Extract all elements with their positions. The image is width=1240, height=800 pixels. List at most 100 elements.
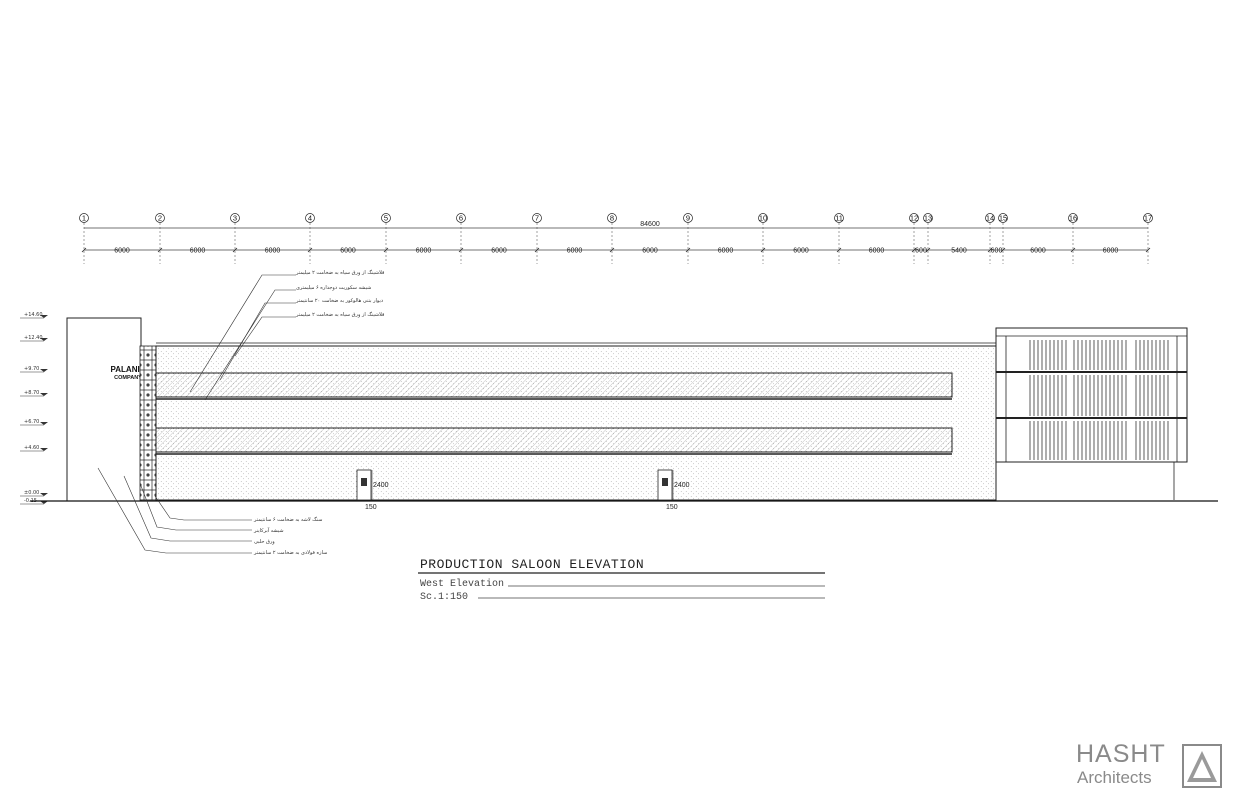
drawing-title: PRODUCTION SALOON ELEVATION: [420, 557, 644, 572]
stone-cladding-column: [139, 345, 157, 501]
grid-axis-label: 5: [384, 214, 388, 223]
grid-axis-11: 11: [834, 213, 844, 264]
level-mark: +6.70: [20, 419, 48, 426]
span-dimension: 6000: [265, 248, 281, 255]
annotation-leaders: [97, 274, 296, 554]
annotation-steel: سازه فولادی به ضخامت ۲ سانتیمتر: [253, 550, 327, 556]
grid-axis-5: 5: [381, 213, 391, 264]
grid-axis-15: 15: [998, 213, 1008, 264]
grid-axis-label: 10: [759, 214, 767, 223]
entrance-tower: [66, 317, 142, 502]
title-block: PRODUCTION SALOON ELEVATION West Elevati…: [418, 557, 825, 603]
span-dimension: 6000: [642, 248, 658, 255]
door-right-width: 150: [666, 504, 678, 511]
span-dimension: 6000: [190, 248, 206, 255]
grid-axis-label: 12: [910, 214, 918, 223]
grid-axis-label: 2: [158, 214, 162, 223]
hasht-architects-logo: HASHT Architects: [1076, 740, 1226, 790]
grid-axis-12: 12: [909, 213, 919, 264]
grid-axis-6: 6: [456, 213, 466, 264]
grid-axis-1: 1: [79, 213, 89, 264]
annotations-bottom: سنگ لاشه به ضخامت ۶ سانتیمتر شیشه آبرکای…: [253, 516, 327, 556]
level-mark: +12.40: [20, 335, 48, 342]
door-right: 2400 150: [657, 469, 690, 511]
grid-axis-4: 4: [305, 213, 315, 264]
annotation-flashing-1: فلاشینگ از ورق سیاه به ضخامت ۲ میلیمتر: [295, 269, 385, 276]
main-wall: [155, 345, 997, 501]
span-dimension: 6000: [1103, 248, 1119, 255]
door-left-width: 150: [365, 504, 377, 511]
grid-axis-label: 15: [999, 214, 1007, 223]
level-mark-label: +8.70: [24, 390, 39, 396]
office-block: [995, 327, 1188, 500]
level-mark-label: +9.70: [24, 366, 39, 372]
span-dimension: 6000: [114, 248, 130, 255]
span-dimension: 6000: [869, 248, 885, 255]
logo-name: HASHT: [1076, 740, 1166, 768]
grid-axis-label: 9: [686, 214, 690, 223]
level-mark: +9.70: [20, 366, 48, 373]
grid-axis-13: 13: [923, 213, 933, 264]
grid-axis-label: 3: [233, 214, 237, 223]
grid-axis-14: 14: [985, 213, 995, 264]
annotation-sheet: ورق حلبی: [254, 539, 275, 545]
grid-axis-17: 17: [1143, 213, 1153, 264]
grid-axis-label: 4: [308, 214, 312, 223]
grid-axis-2: 2: [155, 213, 165, 264]
logo-subtitle: Architects: [1077, 768, 1152, 787]
grid-axis-8: 8: [607, 213, 617, 264]
annotation-stone: سنگ لاشه به ضخامت ۶ سانتیمتر: [253, 516, 322, 523]
span-dimension: 600: [991, 248, 1003, 255]
drawing-view: West Elevation: [420, 578, 504, 590]
span-dimension: 6000: [1030, 248, 1046, 255]
annotation-flashing-2: فلاشینگ از ورق سیاه به ضخامت ۲ میلیمتر: [295, 311, 385, 318]
brand-name: PALANIR: [111, 365, 146, 374]
grid-axis-label: 8: [610, 214, 614, 223]
span-dimension: 6000: [793, 248, 809, 255]
triangle-logo-icon: [1182, 744, 1222, 788]
overall-dimension: 84600: [640, 221, 660, 228]
grid-axis-label: 6: [459, 214, 463, 223]
grid-axis-7: 7: [532, 213, 542, 264]
drawing-scale: Sc.1:150: [420, 592, 468, 603]
level-mark-label: +6.70: [24, 419, 39, 425]
door-left-height: 2400: [373, 482, 389, 489]
grid-axis-16: 16: [1068, 213, 1078, 264]
glazing-band-lower: [155, 427, 953, 453]
level-mark-label: +14.60: [24, 312, 43, 318]
level-mark-label: ±0.00: [24, 490, 39, 496]
door-right-height: 2400: [674, 482, 690, 489]
glazing-band-upper: [155, 372, 953, 398]
level-mark: +14.60: [20, 312, 48, 319]
level-mark-label: +4.60: [24, 445, 39, 451]
annotation-hollowcore-wall: دیوار بتنی هالوکور به ضخامت ۲۰ سانتیمتر: [295, 298, 383, 304]
grid-axis-label: 13: [924, 214, 932, 223]
annotation-glass: شیشه سکوریت دوجداره ۶ میلیمتری: [296, 285, 371, 291]
level-mark-label: +12.40: [24, 335, 43, 341]
span-dimension: 6000: [416, 248, 432, 255]
span-dimension: 6000: [567, 248, 583, 255]
level-mark: ±0.00: [20, 490, 48, 497]
door-left: 2400 150: [356, 469, 389, 511]
grid-axis-label: 11: [835, 214, 843, 223]
grid-axis-10: 10: [758, 213, 768, 264]
level-marks: +14.60+12.40+9.70+8.70+6.70+4.60±0.00-0.…: [20, 312, 48, 505]
span-dimension: 6000: [491, 248, 507, 255]
grid-axis-label: 14: [986, 214, 994, 223]
grid-axis-label: 16: [1069, 214, 1077, 223]
level-mark: +8.70: [20, 390, 48, 397]
span-dimension: 5400: [951, 248, 967, 255]
grid-axis-3: 3: [230, 213, 240, 264]
grid-axis-label: 1: [82, 214, 86, 223]
span-dimension: 6000: [340, 248, 356, 255]
span-dimension: 6000: [718, 248, 734, 255]
annotation-glass-2: شیشه آبرکاینر: [253, 527, 284, 534]
grid-axis-9: 9: [683, 213, 693, 264]
level-mark: +4.60: [20, 445, 48, 452]
annotations-top: فلاشینگ از ورق سیاه به ضخامت ۲ میلیمتر ش…: [295, 269, 385, 318]
brand-subname: COMPANY: [114, 375, 142, 381]
grid-axis-label: 17: [1144, 214, 1152, 223]
span-dimension: 600: [915, 248, 927, 255]
